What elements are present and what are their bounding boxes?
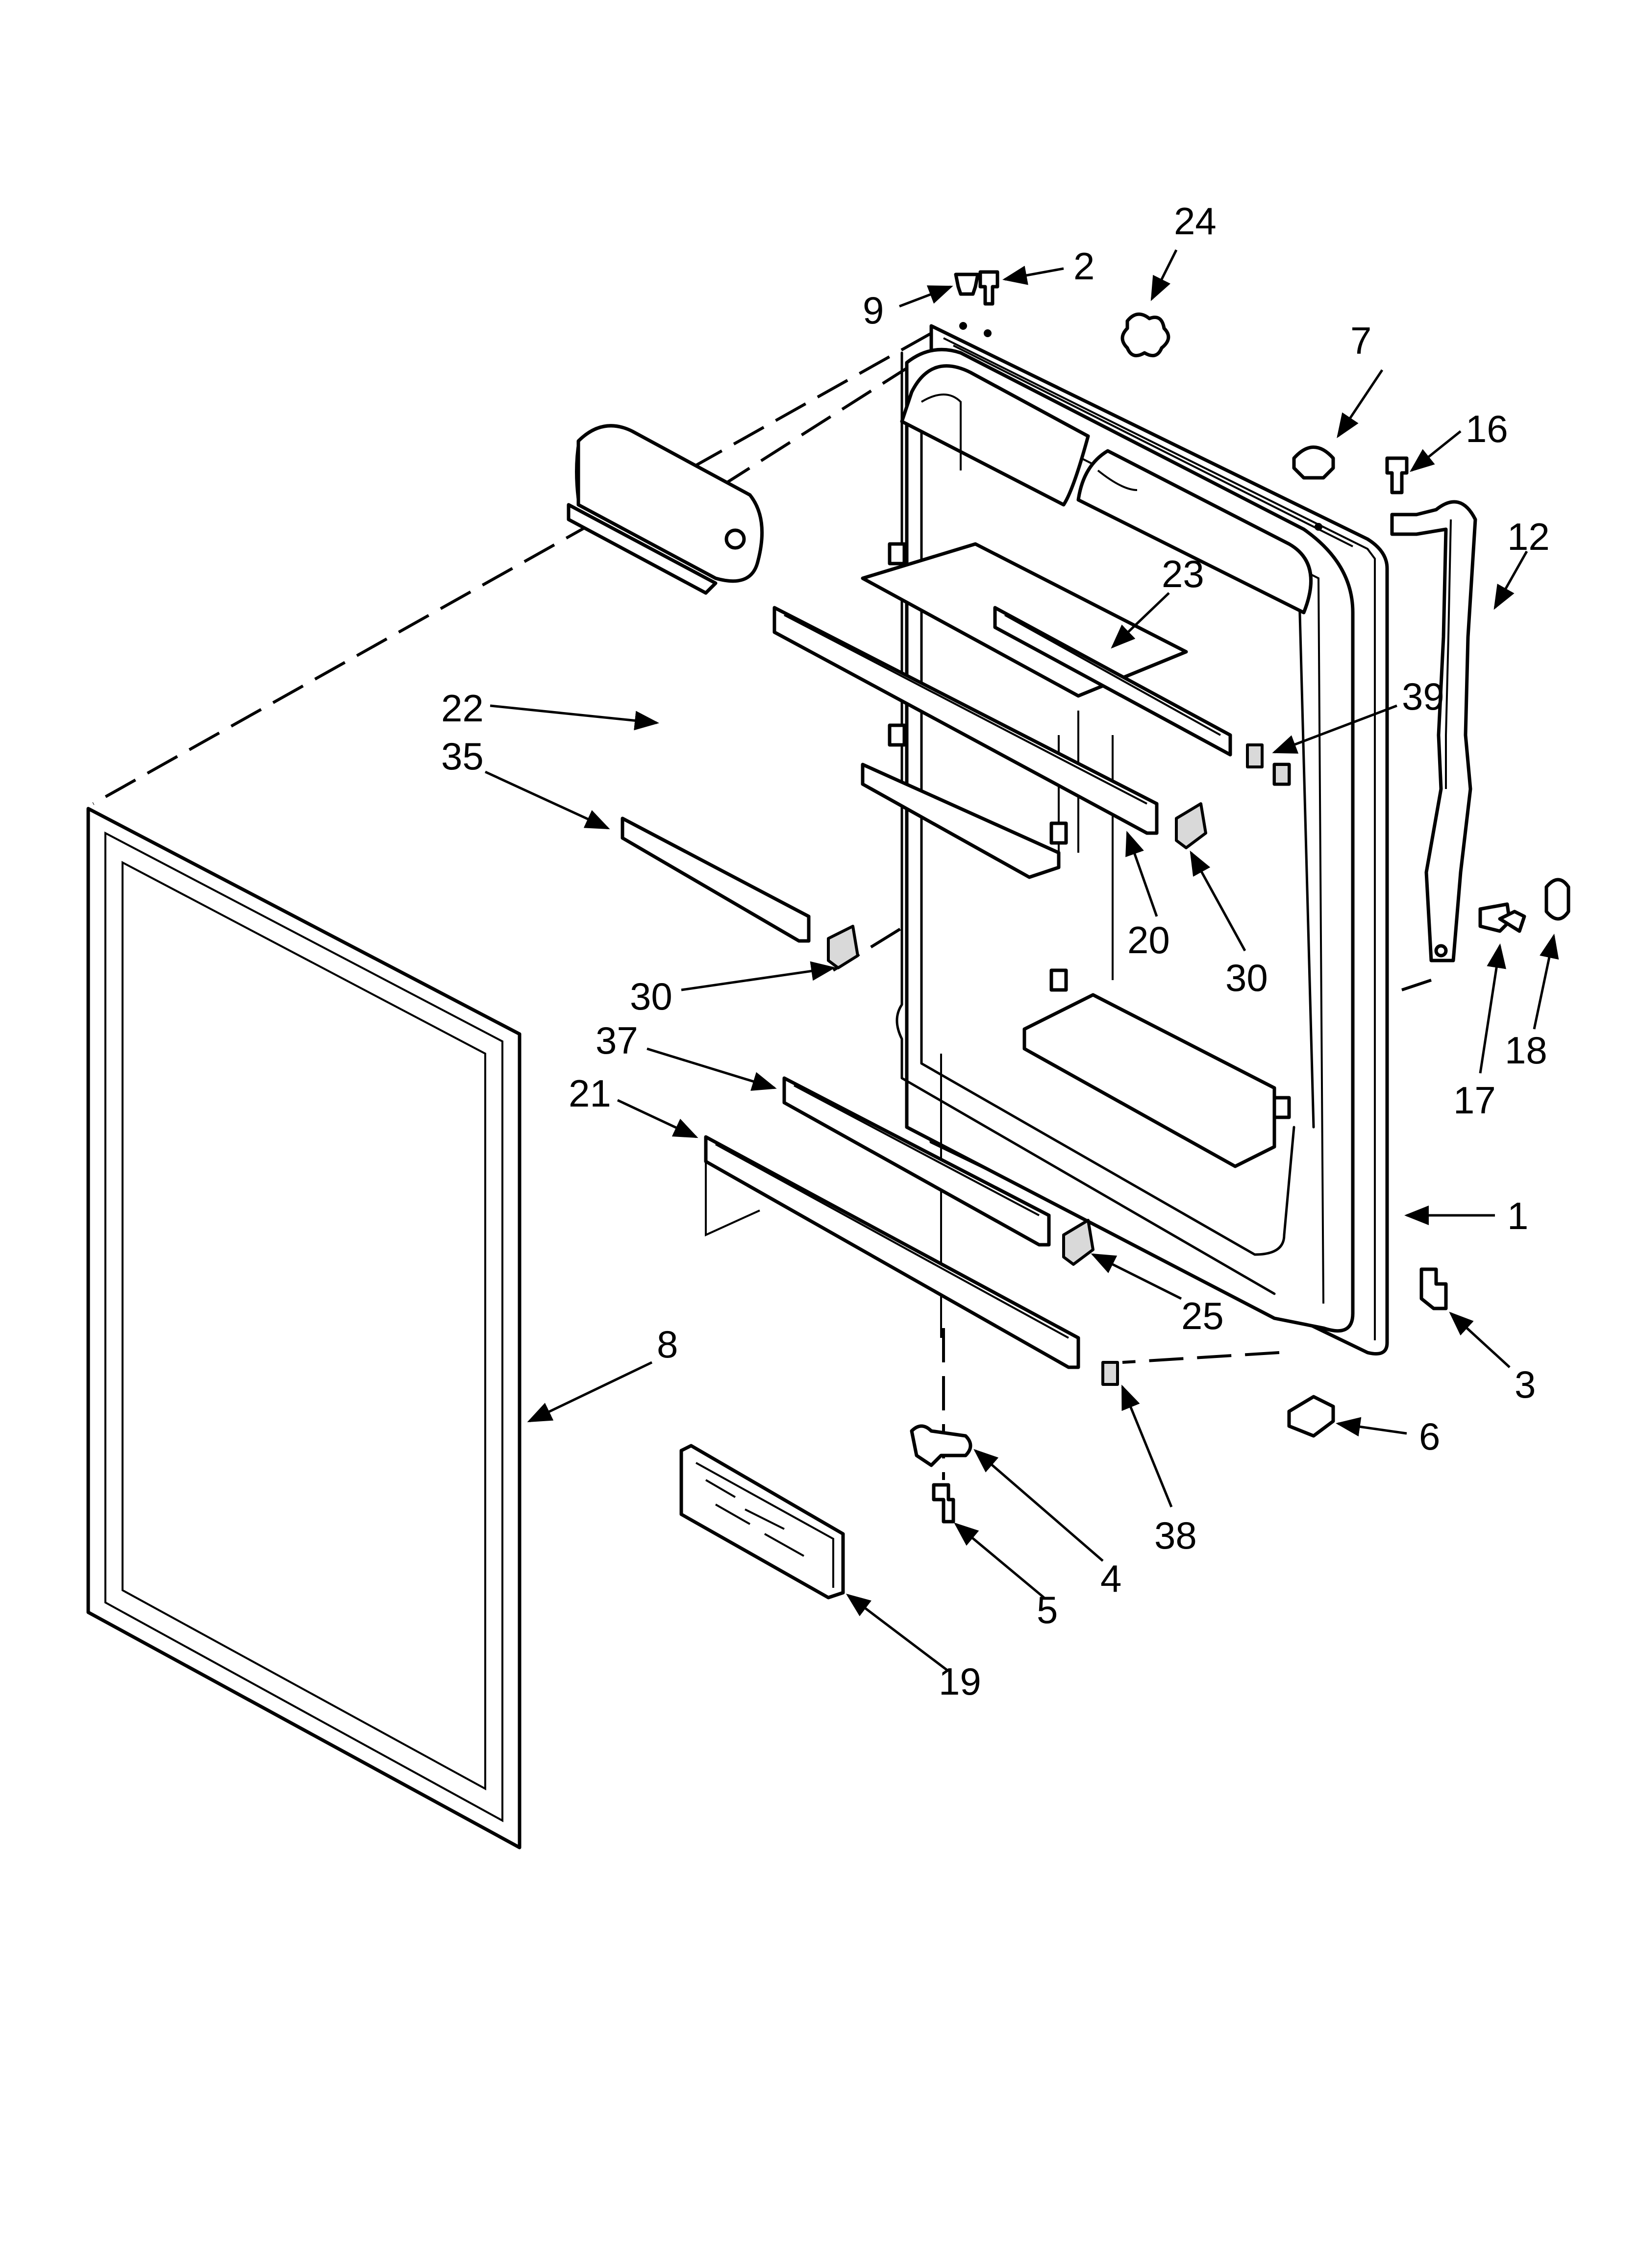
screw-and-cap <box>1478 878 1570 933</box>
callout-30-left: 30 <box>630 975 672 1018</box>
callout-18: 18 <box>1505 1029 1547 1072</box>
callout-1: 1 <box>1507 1194 1528 1237</box>
callout-2: 2 <box>1073 245 1094 288</box>
callout-21: 21 <box>569 1072 611 1115</box>
callout-37: 37 <box>596 1019 638 1062</box>
callout-38: 38 <box>1154 1514 1197 1557</box>
crisper-cover <box>679 1444 845 1600</box>
callout-24: 24 <box>1174 199 1217 243</box>
callout-3: 3 <box>1515 1363 1536 1406</box>
callout-19: 19 <box>939 1660 981 1703</box>
shelf-rail-top <box>993 606 1232 757</box>
callout-9: 9 <box>863 289 884 332</box>
callout-labels: 24 2 9 7 16 12 23 39 22 35 20 30 30 17 1… <box>441 199 1550 1703</box>
end-caps <box>827 743 1291 1386</box>
bottom-hardware <box>910 1267 1448 1524</box>
callout-17: 17 <box>1453 1079 1496 1122</box>
callout-20: 20 <box>1127 918 1170 961</box>
door-handle <box>1390 500 1477 962</box>
callout-22: 22 <box>441 687 484 730</box>
door-gasket <box>86 807 522 1849</box>
shelf-rail-37 <box>782 1076 1051 1247</box>
shelf-rail-upper <box>772 606 1159 835</box>
callout-7: 7 <box>1350 319 1371 362</box>
callout-8: 8 <box>657 1323 678 1366</box>
leader-arrows <box>484 249 1559 1672</box>
shelf-rail-35 <box>621 816 811 943</box>
callout-6: 6 <box>1419 1415 1440 1458</box>
callout-16: 16 <box>1466 407 1508 450</box>
callout-23: 23 <box>1162 552 1204 595</box>
shelf-rail-21 <box>704 1135 1080 1369</box>
dairy-bin <box>567 424 764 595</box>
callout-35: 35 <box>441 735 484 778</box>
top-hardware <box>954 270 1409 494</box>
callout-4: 4 <box>1100 1557 1121 1600</box>
callout-12: 12 <box>1507 515 1550 558</box>
callout-5: 5 <box>1037 1588 1058 1631</box>
callout-30-right: 30 <box>1225 956 1268 999</box>
callout-25: 25 <box>1181 1294 1224 1337</box>
callout-39: 39 <box>1402 675 1444 718</box>
